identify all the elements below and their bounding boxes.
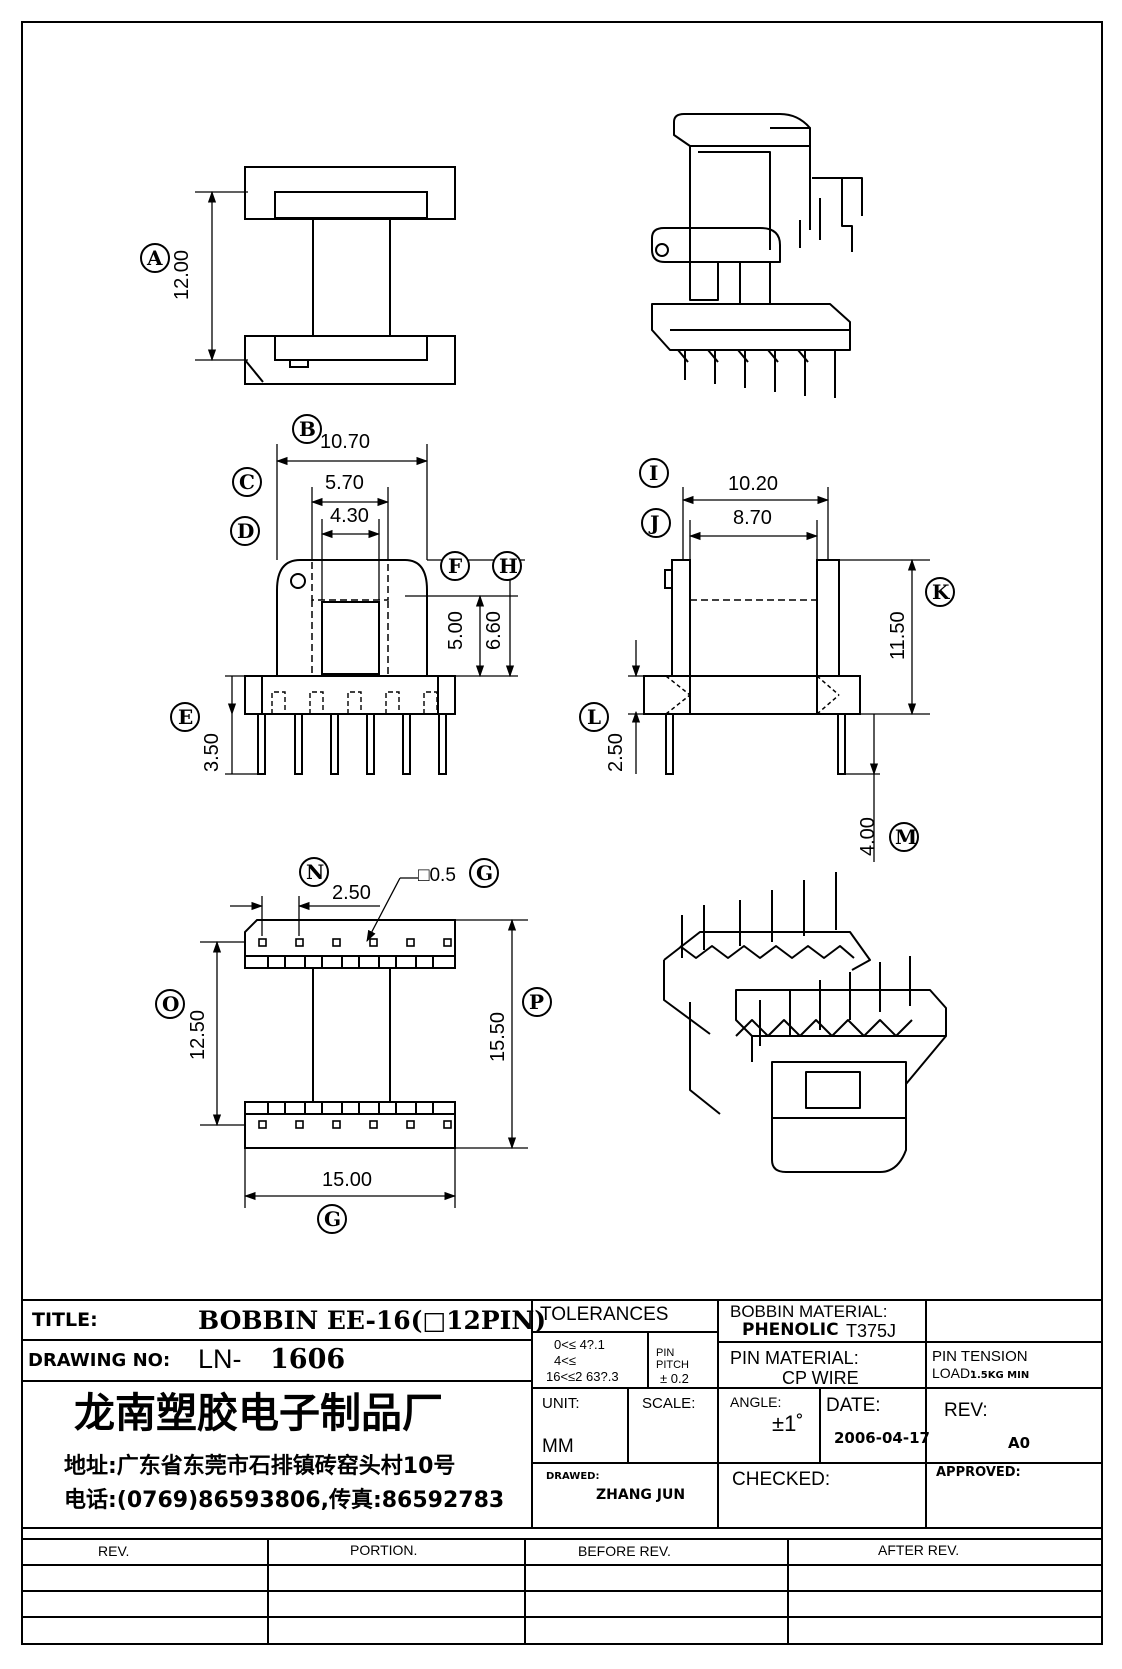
label-n: N — [306, 860, 325, 884]
date-value: 2006-04-17 — [834, 1429, 930, 1447]
label-b: B — [299, 417, 316, 441]
view-front — [244, 559, 456, 775]
angle-label: ANGLE: — [730, 1394, 782, 1410]
pin-tension-value: 1.5KG MIN — [970, 1370, 1030, 1381]
pin-material-value: CP WIRE — [782, 1368, 859, 1388]
dim-bottom — [200, 877, 528, 1208]
unit-value: MM — [542, 1436, 574, 1457]
label-k: K — [932, 580, 950, 604]
pin-pitch-value: ± 0.2 — [660, 1371, 689, 1386]
tolerances-label: TOLERANCES — [540, 1304, 669, 1325]
bobbin-material-label: BOBBIN MATERIAL: — [730, 1302, 888, 1321]
tolerance-line-1: 0<≤ 4?.1 — [554, 1337, 605, 1352]
title-block-grid — [22, 1299, 1102, 1644]
label-h: H — [499, 554, 518, 578]
drawing-no-label: DRAWING NO: — [28, 1350, 171, 1371]
date-label: DATE: — [826, 1395, 881, 1416]
drawn-value: ZHANG JUN — [596, 1487, 686, 1503]
company-address: 地址:广东省东莞市石排镇砖窑头村10号 — [64, 1454, 456, 1479]
view-side — [643, 559, 861, 775]
label-i: I — [649, 461, 659, 485]
pin-pitch-label-1: PIN — [656, 1347, 675, 1359]
dim-g-value: 15.00 — [322, 1169, 373, 1191]
bobbin-material-value-2: T375J — [846, 1321, 897, 1341]
tolerance-line-2: 4<≤ — [554, 1353, 576, 1368]
isometric-view-bottom — [663, 872, 947, 1173]
label-e: E — [178, 705, 194, 729]
rev-value: A0 — [1008, 1434, 1031, 1452]
label-d: D — [237, 519, 255, 543]
drawn-label: DRAWED: — [546, 1471, 600, 1482]
label-m: M — [895, 825, 918, 849]
pin-pitch-label-2: PITCH — [656, 1359, 689, 1371]
after-rev-col-header: AFTER REV. — [878, 1542, 960, 1558]
pin-material-label: PIN MATERIAL: — [730, 1348, 859, 1368]
dim-a — [195, 190, 248, 362]
title-label: TITLE: — [32, 1309, 98, 1331]
rev-label: REV: — [944, 1400, 988, 1421]
approved-label: APPROVED: — [936, 1465, 1021, 1480]
portion-col-header: PORTION. — [350, 1542, 418, 1558]
bobbin-material-value-1: PHENOLIC — [742, 1320, 839, 1340]
label-a: A — [147, 246, 163, 270]
dim-i-value: 10.20 — [728, 473, 779, 495]
label-p: P — [529, 990, 545, 1014]
angle-value: ±1˚ — [772, 1411, 804, 1436]
dim-b-value: 10.70 — [320, 431, 371, 453]
dim-j-value: 8.70 — [733, 507, 772, 529]
label-l: L — [587, 705, 602, 729]
drawing-no-prefix: LN- — [198, 1344, 242, 1374]
before-rev-col-header: BEFORE REV. — [578, 1543, 671, 1559]
dim-c-value: 5.70 — [325, 472, 364, 494]
scale-label: SCALE: — [642, 1395, 696, 1412]
rev-col-header: REV. — [98, 1543, 130, 1559]
label-j: J — [650, 511, 660, 535]
label-g-pin: G — [476, 861, 494, 885]
dim-n-value: 2.50 — [332, 882, 371, 904]
title-value: BOBBIN EE-16(□12PIN) — [198, 1306, 547, 1335]
pin-tension-label: PIN TENSION — [932, 1348, 1028, 1365]
company-name: 龙南塑胶电子制品厂 — [74, 1389, 443, 1437]
sheet-border — [21, 21, 1103, 1645]
dim-pin-square-value: □0.5 — [418, 865, 456, 886]
label-o: O — [162, 992, 180, 1016]
view-bottom — [244, 919, 456, 1149]
checked-label: CHECKED: — [732, 1469, 831, 1490]
company-phone: 电话:(0769)86593806,传真:86592783 — [64, 1488, 505, 1513]
label-g: G — [324, 1207, 342, 1231]
label-c: C — [239, 470, 255, 494]
isometric-view-top — [651, 113, 863, 398]
dim-side — [628, 487, 930, 862]
dim-d-value: 4.30 — [330, 505, 369, 527]
unit-label: UNIT: — [542, 1395, 580, 1412]
tolerance-line-3: 16<≤2 63?.3 — [546, 1369, 619, 1384]
drawing-no-value: 1606 — [270, 1344, 346, 1375]
pin-tension-load: LOAD: — [932, 1365, 975, 1381]
label-f: F — [448, 554, 463, 578]
